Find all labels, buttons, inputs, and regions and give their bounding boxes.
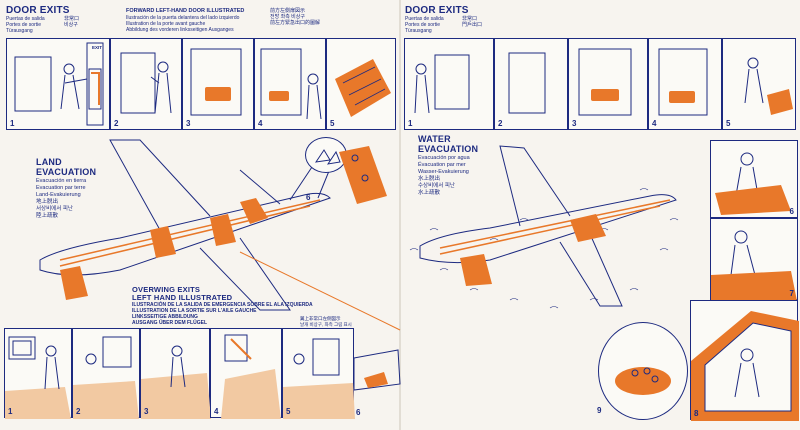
overwing-step-1-illustration — [5, 336, 71, 419]
raft-canopy-illustration — [691, 311, 799, 421]
door-exits-cjk-left: 非常口 비상구 — [64, 16, 80, 28]
raft-boarding-illustration — [615, 367, 671, 395]
door-step-3-right: 3 — [568, 38, 648, 130]
land-evacuation-title: LAND EVACUATION — [36, 157, 97, 177]
water-step-8: 8 — [690, 300, 799, 421]
door-exits-cjk-right: 非常口 門戶出口 — [462, 16, 483, 28]
water-waves — [409, 188, 679, 309]
door-step-3-illustration — [190, 48, 242, 116]
step-number: 8 — [694, 409, 699, 418]
forward-door-cjk: 前方左側扉図示 전방 좌측 비상구 前左方緊急出口的圖解 — [270, 8, 321, 26]
water-step-9-number: 9 — [597, 406, 602, 415]
step-number: 5 — [726, 119, 731, 128]
door-exits-sub-left: Puertas de salida Portes de sortie Türau… — [6, 16, 45, 34]
door-step-2-left: 2 — [110, 38, 182, 130]
door-step-5-left: 5 — [326, 38, 396, 130]
water-evacuation-sub: Evacuación por agua Évacuation par mer W… — [418, 155, 470, 196]
overwing-title: OVERWING EXITS LEFT HAND ILLUSTRATED — [132, 285, 233, 302]
water-evacuation-aircraft — [409, 145, 679, 309]
step-number: 1 — [408, 119, 413, 128]
overwing-step-2: 2 — [72, 328, 140, 419]
water-step-7: 7 — [710, 218, 798, 301]
door-step-1-left: EXIT 1 — [6, 38, 110, 130]
exit-sign-label: EXIT — [92, 45, 103, 50]
overwing-step-5: 5 — [282, 328, 355, 419]
door-step-2-right: 2 — [494, 38, 568, 130]
door-step-6-number: 6 — [306, 193, 311, 202]
step-number: 4 — [652, 119, 657, 128]
overwing-step-5-illustration — [283, 338, 355, 419]
overwing-step-4: 4 — [210, 328, 282, 419]
door-exits-title-right: DOOR EXITS — [405, 5, 469, 16]
overwing-step-2-illustration — [73, 336, 139, 419]
slide-people-illustration — [339, 146, 387, 204]
step-number: 4 — [258, 119, 263, 128]
forward-door-title: FORWARD LEFT-HAND DOOR ILLUSTRATED — [126, 8, 245, 14]
step-number: 2 — [114, 119, 119, 128]
door-step-2-illustration — [120, 52, 172, 114]
door-step-3-right-illustration — [578, 48, 632, 116]
step-number: 3 — [186, 119, 191, 128]
overwing-step-6-number: 6 — [356, 408, 361, 417]
door-step-3-left: 3 — [182, 38, 254, 130]
water-step-9 — [598, 322, 688, 420]
center-fold — [399, 0, 401, 430]
door-step-1-illustration — [14, 42, 104, 126]
door-exits-sub-right: Puertas de salida Portes de sortie Türau… — [405, 16, 444, 34]
step-number: 3 — [572, 119, 577, 128]
door-step-4-left: 4 — [254, 38, 326, 130]
step-number: 6 — [789, 207, 794, 216]
door-step-1-right: 1 — [404, 38, 494, 130]
land-evacuation-sub: Evacuación en tierra Evacuation par terr… — [36, 178, 87, 219]
step-number: 5 — [330, 119, 335, 128]
door-step-5-illustration — [335, 59, 391, 117]
door-step-2-right-illustration — [508, 52, 546, 114]
door-step-1-right-illustration — [414, 54, 470, 114]
water-evacuation-title: WATER EVACUATION — [418, 134, 479, 154]
step-number: 1 — [8, 407, 13, 416]
step-number: 3 — [144, 407, 149, 416]
door-exits-title-left: DOOR EXITS — [6, 5, 70, 16]
forward-door-sub: Ilustración de la puerta delantera del l… — [126, 15, 240, 33]
step-number: 4 — [214, 407, 219, 416]
overwing-step-3: 3 — [140, 328, 211, 419]
door-step-5-right-illustration — [744, 57, 793, 115]
door-step-4-right: 4 — [648, 38, 722, 130]
overwing-step-4-illustration — [221, 334, 281, 419]
door-step-4-right-illustration — [658, 48, 708, 116]
step-number: 1 — [10, 119, 15, 128]
door-step-4-illustration — [260, 48, 322, 120]
step-number: 7 — [789, 289, 794, 298]
water-step-7-illustration — [711, 230, 797, 301]
step-number: 5 — [286, 407, 291, 416]
overwing-step-6-illustration — [353, 349, 401, 391]
door-step-5-right: 5 — [722, 38, 796, 130]
shoes-removal-icon — [314, 149, 341, 165]
step-number: 2 — [76, 407, 81, 416]
water-step-6: 6 — [710, 140, 798, 218]
water-step-6-illustration — [715, 152, 791, 215]
overwing-step-1: 1 — [4, 328, 72, 419]
overwing-step-3-illustration — [141, 345, 211, 419]
overwing-sub: ILUSTRACIÓN DE LA SALIDA DE EMERGENCIA S… — [132, 302, 313, 326]
step-number: 2 — [498, 119, 503, 128]
